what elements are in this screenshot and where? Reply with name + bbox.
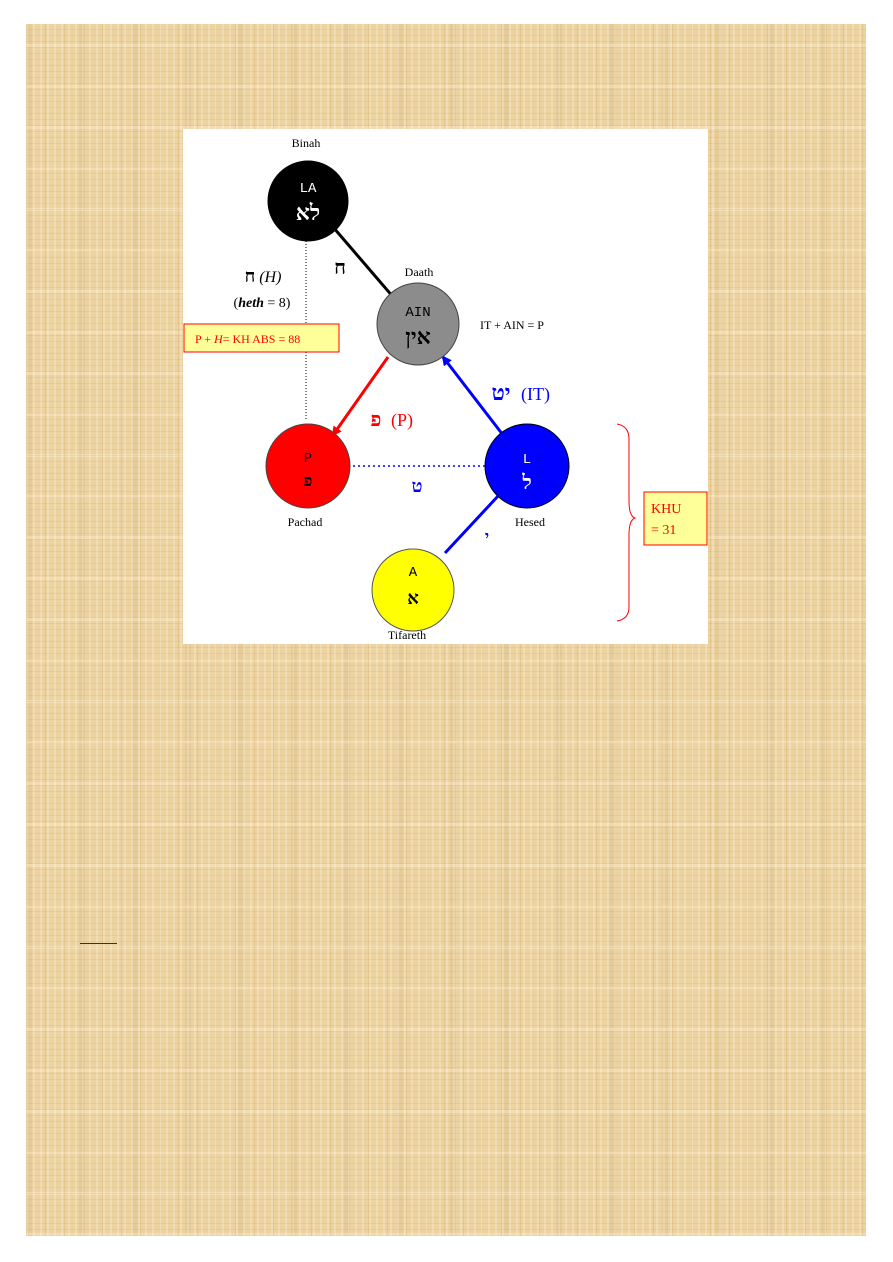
footnote-rule <box>80 943 117 944</box>
svg-text:KHU: KHU <box>651 502 681 517</box>
node-latin-pachad: P <box>304 451 312 467</box>
node-latin-daath: AIN <box>405 305 430 321</box>
node-hebrew-hesed: ל <box>521 472 531 494</box>
node-name-binah: Binah <box>292 136 321 150</box>
path-letter-teth: ט <box>412 476 423 496</box>
khu-box: KHU = 31 <box>643 491 708 546</box>
node-name-tifareth: Tifareth <box>388 628 426 642</box>
path-latin-it: (IT) <box>521 384 550 405</box>
svg-text:P + H= KH ABS = 88: P + H= KH ABS = 88 <box>195 332 300 346</box>
svg-text:= 31: = 31 <box>651 523 676 538</box>
path-arrow-hesed-daath <box>441 355 505 436</box>
node-latin-tifareth: A <box>409 565 418 581</box>
equation-it-ain-p: IT + AIN = P <box>480 318 544 332</box>
path-letter-heth: ח <box>334 257 346 279</box>
khu-brace <box>616 423 637 622</box>
heth-label: ח(H) <box>245 266 282 286</box>
node-name-pachad: Pachad <box>288 515 323 529</box>
node-tifareth <box>371 548 455 632</box>
path-letter-it: יט <box>491 380 510 405</box>
tree-of-life-diagram: Binah LA לא Daath AIN אין P פ Pachad L ל… <box>183 136 708 642</box>
node-hebrew-daath: אין <box>405 324 431 349</box>
diagram-panel: Binah LA לא Daath AIN אין P פ Pachad L ל… <box>183 129 708 644</box>
path-line-hesed-tifareth <box>443 493 501 555</box>
node-hesed <box>484 423 570 509</box>
path-line-binah-daath <box>331 226 396 299</box>
heth-value: (heth = 8) <box>234 296 291 311</box>
path-latin-p: (P) <box>391 410 413 431</box>
node-daath <box>376 282 460 366</box>
node-latin-hesed: L <box>523 452 531 468</box>
node-name-daath: Daath <box>405 265 434 279</box>
node-hebrew-tifareth: א <box>407 588 419 608</box>
path-letter-pe: פ <box>371 409 382 431</box>
node-binah <box>267 160 349 242</box>
node-hebrew-binah: לא <box>296 200 320 225</box>
node-pachad <box>265 423 351 509</box>
node-hebrew-pachad: פ <box>304 473 313 490</box>
node-latin-binah: LA <box>300 181 317 197</box>
khabs-box: P + H= KH ABS = 88 <box>183 323 340 353</box>
node-name-hesed: Hesed <box>515 515 545 529</box>
path-letter-yod: י <box>485 529 489 546</box>
path-arrow-daath-pachad <box>331 356 390 437</box>
